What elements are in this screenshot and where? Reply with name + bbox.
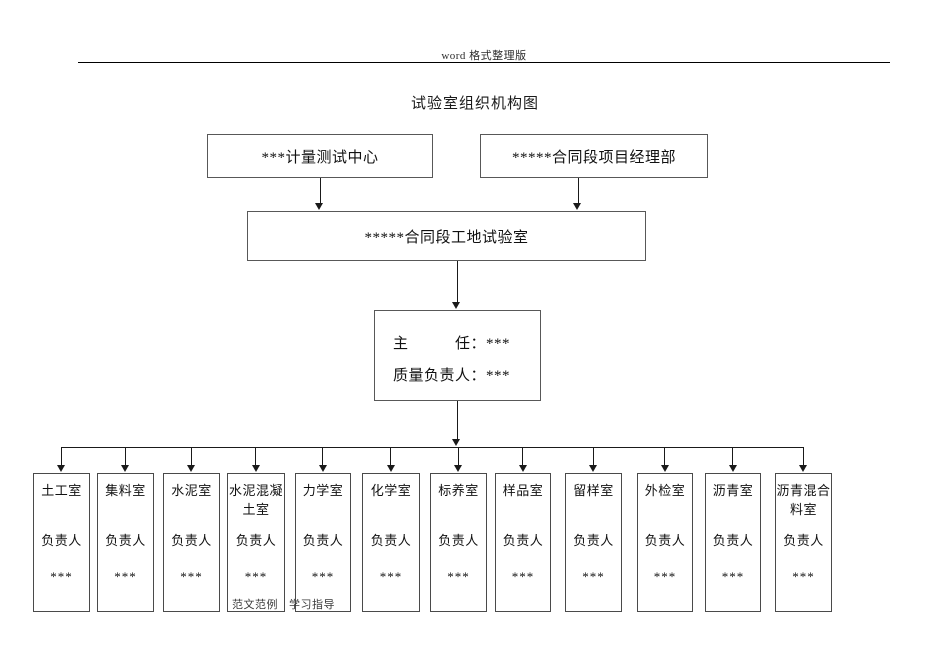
department-name: 水泥混凝土室 bbox=[228, 483, 283, 517]
department-name: 外检室 bbox=[644, 483, 686, 498]
quality-manager-line: 质量负责人：*** bbox=[393, 368, 511, 384]
connector-bus-to-department bbox=[457, 447, 459, 466]
department-person: *** bbox=[582, 569, 605, 584]
department-person: *** bbox=[114, 569, 137, 584]
connector-bus-to-department bbox=[732, 447, 734, 466]
department-person: *** bbox=[721, 569, 745, 584]
arrow-bus-to-department bbox=[589, 465, 597, 472]
arrow-metrology-to-lab bbox=[315, 203, 323, 210]
connector-bus-to-department bbox=[322, 447, 324, 466]
arrow-bus-to-department bbox=[57, 465, 65, 472]
department-name: 沥青混合料室 bbox=[776, 483, 831, 517]
connector-metrology-to-lab bbox=[320, 178, 321, 204]
arrow-bus-to-department bbox=[728, 465, 737, 472]
department-box: 集料室负责人 *** bbox=[97, 473, 154, 612]
connector-bus-to-department bbox=[802, 447, 804, 466]
department-name: 标养室 bbox=[438, 483, 479, 498]
connector-bus-to-department bbox=[522, 447, 524, 466]
department-person: *** bbox=[379, 569, 403, 584]
watermark-left: 范文范例 bbox=[232, 599, 278, 611]
arrow-bus-to-department bbox=[318, 465, 327, 472]
arrow-bus-to-department bbox=[454, 465, 462, 472]
watermark-right: 学习指导 bbox=[289, 599, 335, 611]
arrow-bus-to-department bbox=[251, 465, 260, 472]
connector-bus-to-department bbox=[255, 447, 257, 466]
department-person: *** bbox=[311, 569, 335, 584]
department-name: 沥青室 bbox=[712, 483, 754, 498]
department-box: 外检室负责人 *** bbox=[637, 473, 693, 612]
connector-bus-to-department bbox=[124, 447, 126, 466]
connector-bus-to-department bbox=[190, 447, 192, 466]
department-person: *** bbox=[244, 569, 268, 584]
department-box: 水泥混凝土室负责人 *** bbox=[227, 473, 285, 612]
department-box: 沥青室负责人 *** bbox=[705, 473, 761, 612]
connector-bus-to-department bbox=[390, 447, 392, 466]
department-role-label: 负责人 bbox=[41, 533, 82, 548]
page-header: word 格式整理版 bbox=[78, 46, 890, 64]
connector-director-to-bus bbox=[457, 401, 458, 440]
connector-bus-to-department bbox=[592, 447, 594, 466]
department-name: 力学室 bbox=[302, 483, 344, 498]
department-role-label: 负责人 bbox=[105, 533, 146, 548]
node-metrology-center: ***计量测试中心 bbox=[207, 134, 433, 178]
department-name: 化学室 bbox=[370, 483, 412, 498]
header-divider bbox=[78, 62, 890, 63]
department-role-label: 负责人 bbox=[438, 533, 479, 548]
arrow-project-to-lab bbox=[573, 203, 581, 210]
department-person: *** bbox=[511, 569, 535, 584]
department-role-label: 负责人 bbox=[573, 533, 614, 548]
node-site-laboratory: *****合同段工地试验室 bbox=[247, 211, 646, 261]
distribution-bus-bar bbox=[61, 447, 804, 448]
page-title: 试验室组织机构图 bbox=[410, 96, 539, 112]
department-name: 集料室 bbox=[105, 483, 146, 498]
department-role-label: 负责人 bbox=[370, 533, 412, 548]
department-box: 留样室负责人 *** bbox=[565, 473, 622, 612]
arrow-bus-to-department bbox=[799, 465, 807, 472]
department-box: 标养室负责人 *** bbox=[430, 473, 487, 612]
arrow-bus-to-department bbox=[518, 465, 527, 472]
connector-bus-to-department bbox=[60, 447, 62, 466]
department-name: 留样室 bbox=[573, 483, 614, 498]
node-director: 主 任：*** 质量负责人：*** bbox=[374, 310, 541, 401]
arrow-bus-to-department bbox=[187, 465, 195, 472]
department-role-label: 负责人 bbox=[783, 533, 824, 548]
department-box: 土工室负责人 *** bbox=[33, 473, 90, 612]
department-person: *** bbox=[447, 569, 470, 584]
department-box: 样品室负责人 *** bbox=[495, 473, 551, 612]
connector-bus-to-department bbox=[664, 447, 666, 466]
arrow-bus-to-department bbox=[121, 465, 129, 472]
department-person: *** bbox=[653, 569, 677, 584]
department-name: 水泥室 bbox=[171, 483, 212, 498]
department-box: 力学室负责人 *** bbox=[295, 473, 351, 612]
director-title-line: 主 任：*** bbox=[393, 336, 511, 352]
department-box: 水泥室负责人 *** bbox=[163, 473, 220, 612]
connector-lab-to-director bbox=[457, 261, 458, 303]
department-role-label: 负责人 bbox=[235, 533, 277, 548]
arrow-director-to-bus bbox=[452, 439, 460, 446]
arrow-bus-to-department bbox=[386, 465, 395, 472]
department-name: 土工室 bbox=[41, 483, 82, 498]
department-name: 样品室 bbox=[502, 483, 544, 498]
department-box: 化学室负责人 *** bbox=[362, 473, 420, 612]
arrow-bus-to-department bbox=[660, 465, 669, 472]
connector-project-to-lab bbox=[578, 178, 579, 204]
department-role-label: 负责人 bbox=[502, 533, 544, 548]
department-person: *** bbox=[50, 569, 73, 584]
arrow-lab-to-director bbox=[452, 302, 460, 309]
department-box: 沥青混合料室负责人 *** bbox=[775, 473, 832, 612]
department-person: *** bbox=[180, 569, 203, 584]
department-role-label: 负责人 bbox=[644, 533, 686, 548]
department-role-label: 负责人 bbox=[302, 533, 344, 548]
node-project-department: *****合同段项目经理部 bbox=[480, 134, 708, 178]
department-person: *** bbox=[792, 569, 815, 584]
department-role-label: 负责人 bbox=[712, 533, 754, 548]
department-role-label: 负责人 bbox=[171, 533, 212, 548]
page-header-text: word 格式整理版 bbox=[441, 50, 527, 62]
